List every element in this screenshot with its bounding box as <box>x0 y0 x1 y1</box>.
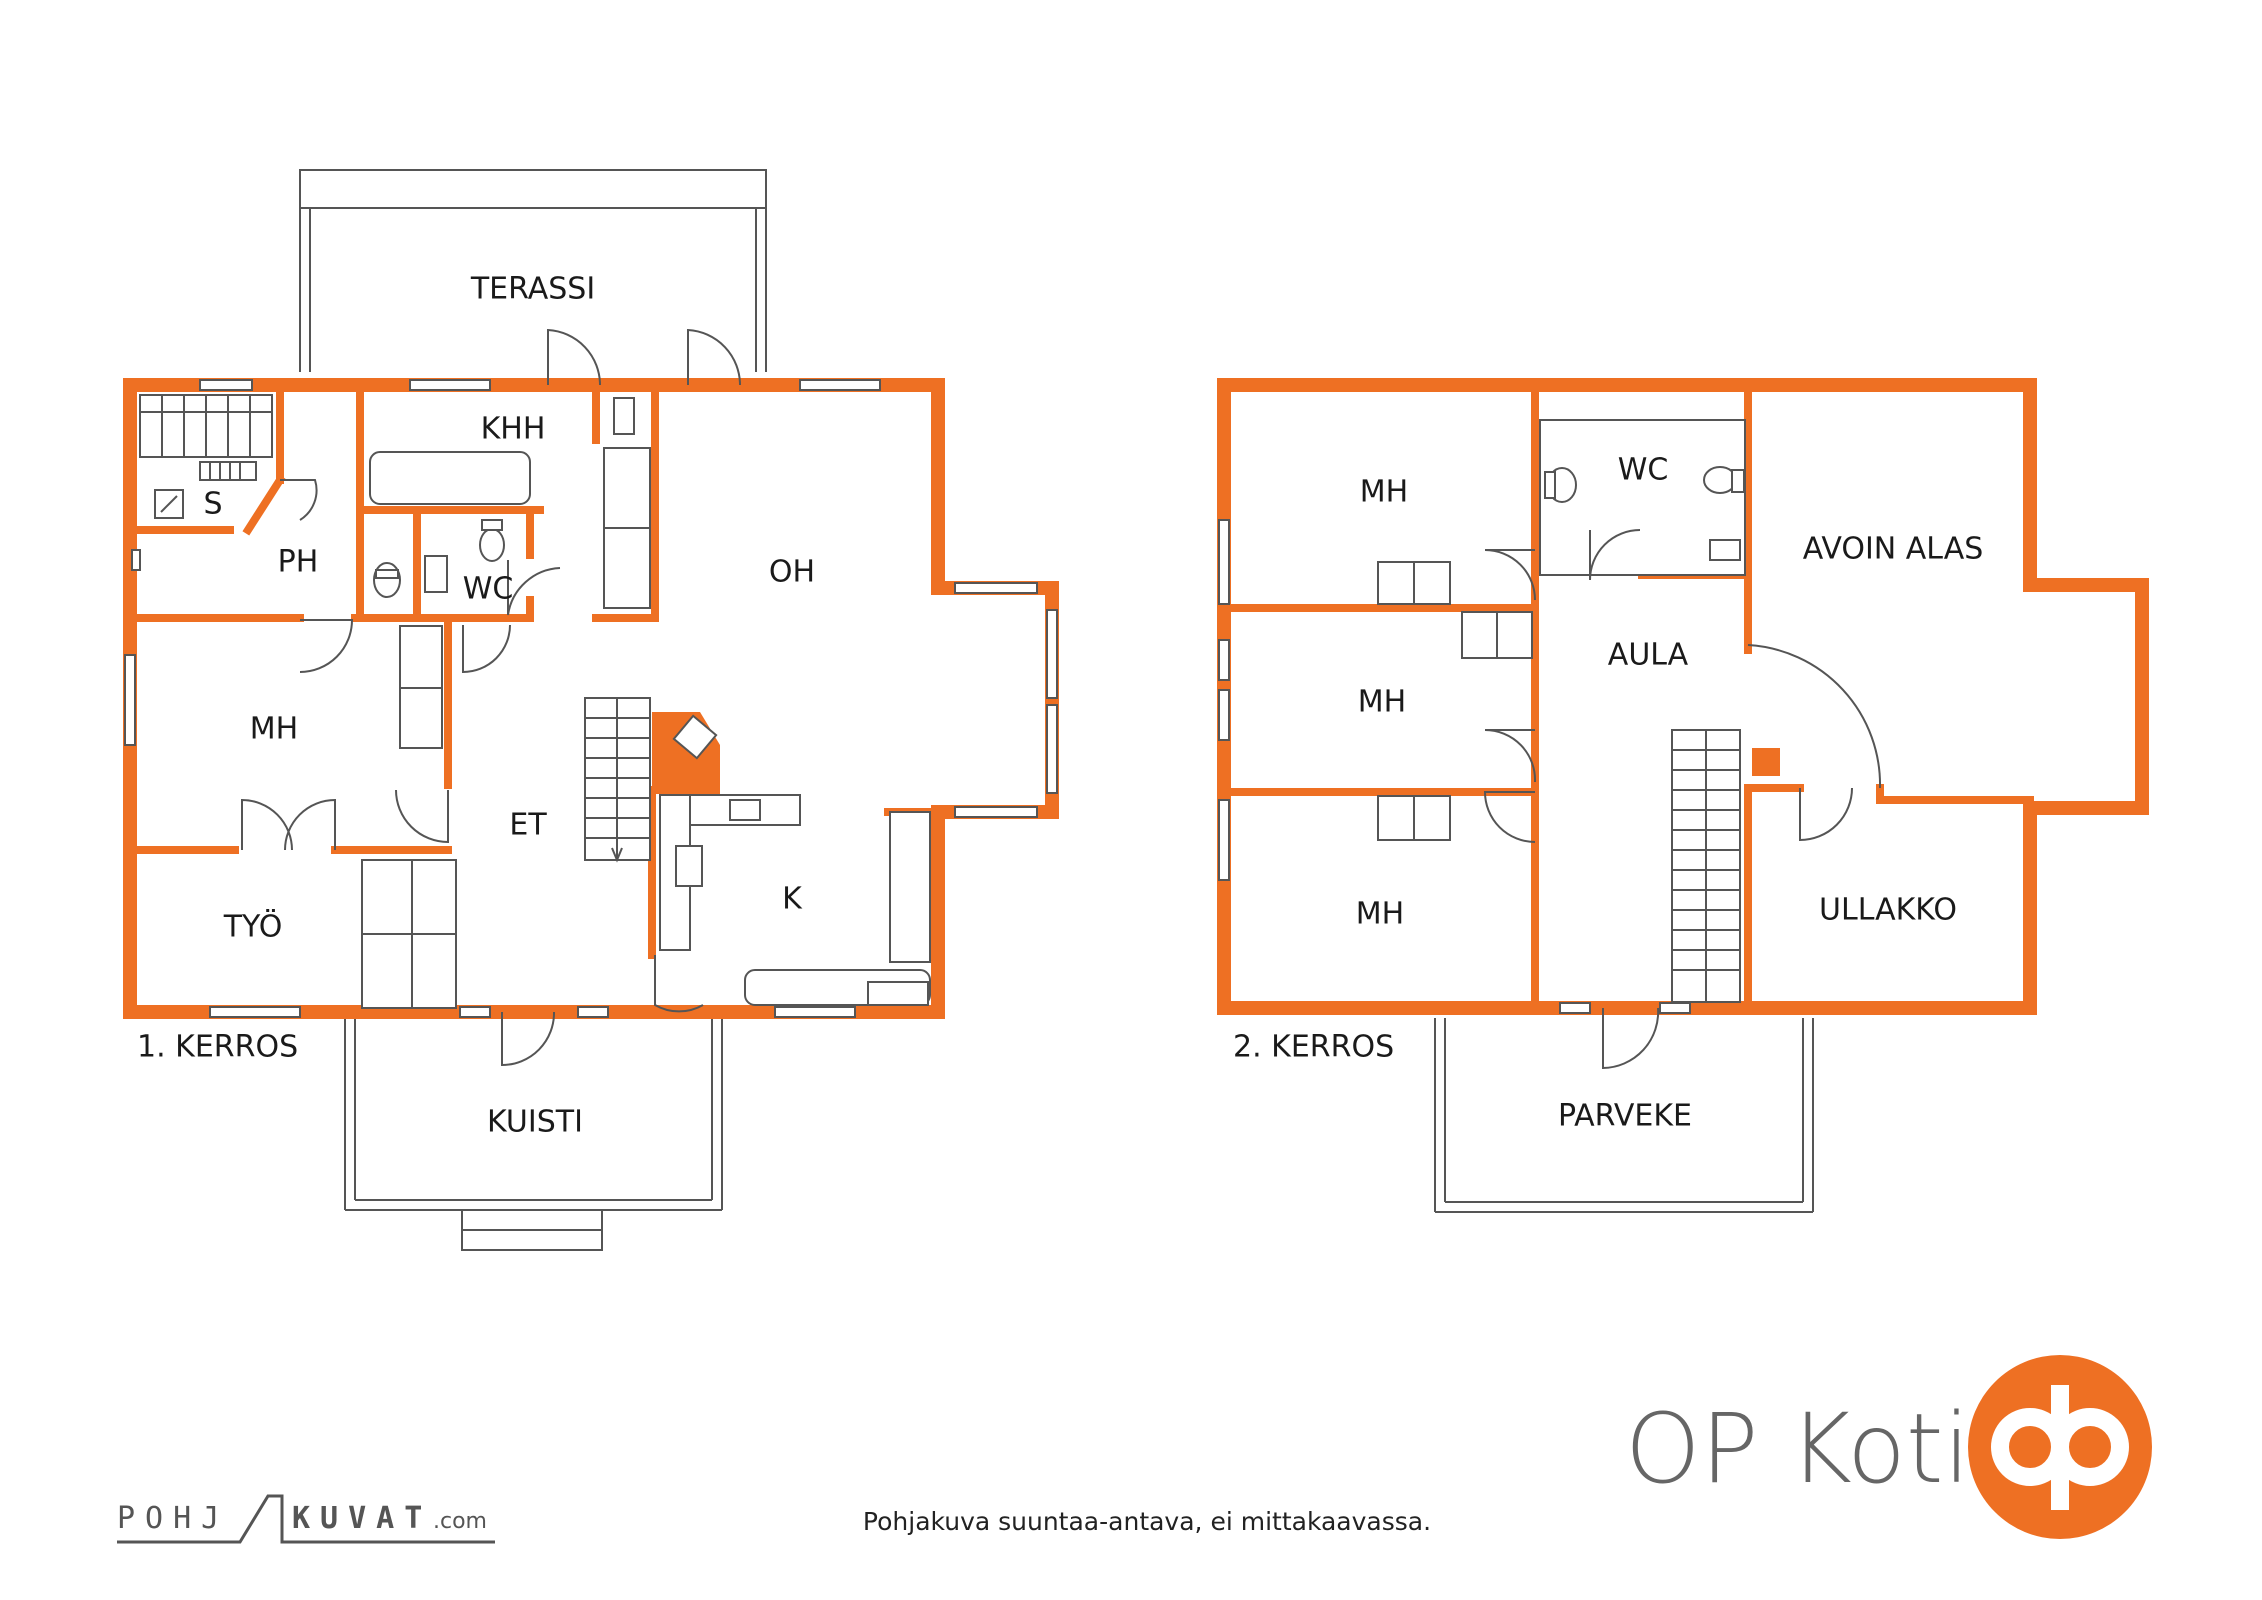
floor-1-stairs <box>584 697 651 863</box>
svg-text:POHJ: POHJ <box>117 1501 229 1536</box>
floor-1-room-labels: TERASSI KHH S PH WC OH MH ET K TYÖ KUIST… <box>203 272 815 1140</box>
floor-1-plan: TERASSI KHH S PH WC OH MH ET K TYÖ KUIST… <box>123 169 1059 1251</box>
floor-2-exterior-wall <box>1217 378 2149 1015</box>
room-label-mh: MH <box>250 712 298 747</box>
brand-name: OP Koti <box>1625 1393 1970 1505</box>
sauna-bench <box>139 394 273 519</box>
floor-2-room-labels: MH WC AVOIN ALAS AULA MH MH ULLAKKO PARV… <box>1356 453 1983 1134</box>
room-label-k: K <box>782 882 803 917</box>
floor-2-windows <box>1218 519 1691 1014</box>
floor-1-cabinets <box>361 447 651 1009</box>
room-label-wc: WC <box>463 572 514 607</box>
porch-structure <box>344 1010 723 1251</box>
floor-2-label: 2. KERROS <box>1233 1030 1394 1065</box>
floor-1-fixtures <box>373 397 635 598</box>
floor-1-label: 1. KERROS <box>137 1030 298 1065</box>
floor-2-fixtures <box>1544 466 1745 561</box>
room-label-aula: AULA <box>1608 638 1689 673</box>
balcony-structure <box>1434 1018 1814 1213</box>
room-label-tyo: TYÖ <box>223 909 283 945</box>
floor-2-doors <box>1483 529 1853 1070</box>
svg-text:KUVAT: KUVAT <box>292 1501 432 1536</box>
room-label-terassi: TERASSI <box>470 272 595 307</box>
open-below-arc <box>1747 644 1882 789</box>
op-logo <box>1968 1355 2152 1539</box>
svg-text:.com: .com <box>433 1509 487 1534</box>
room-label-kuisti: KUISTI <box>487 1105 583 1140</box>
floor-2-stairs <box>1671 729 1741 1003</box>
room-label-parveke: PARVEKE <box>1558 1099 1692 1134</box>
floor-2-plan: MH WC AVOIN ALAS AULA MH MH ULLAKKO PARV… <box>1217 378 2149 1213</box>
room-label-khh: KHH <box>481 412 546 447</box>
room-label-wc-2: WC <box>1618 453 1669 488</box>
fireplace <box>652 712 720 790</box>
room-label-s: S <box>203 487 222 522</box>
room-label-ph: PH <box>278 545 319 580</box>
room-label-avoin-alas: AVOIN ALAS <box>1803 532 1984 567</box>
disclaimer-caption: Pohjakuva suuntaa-antava, ei mittakaavas… <box>863 1507 1431 1536</box>
kitchen-counters <box>659 794 931 1006</box>
floor-1-windows <box>124 379 1058 1018</box>
floor-2-wardrobes <box>1377 419 1746 841</box>
floor-1-doors <box>241 328 742 1067</box>
floor-1-exterior-wall <box>123 378 1059 1019</box>
room-label-oh: OH <box>769 555 815 590</box>
chimney <box>1752 748 1780 776</box>
room-label-et: ET <box>509 808 547 843</box>
room-label-mh-top: MH <box>1360 475 1408 510</box>
terrace-structure <box>299 169 767 372</box>
room-label-mh-bottom: MH <box>1356 897 1404 932</box>
room-label-ullakko: ULLAKKO <box>1819 893 1957 928</box>
room-label-mh-mid: MH <box>1358 685 1406 720</box>
pohjakuvat-logo: POHJ KUVAT .com <box>117 1494 495 1544</box>
